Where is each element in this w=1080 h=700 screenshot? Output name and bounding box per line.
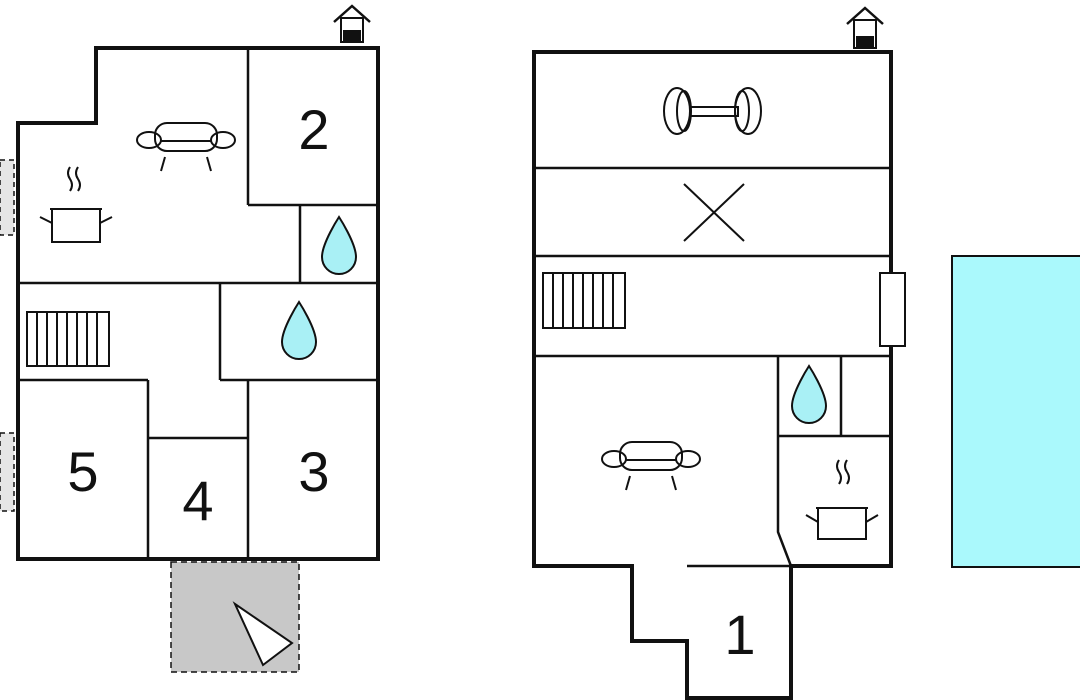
cross-icon [683, 183, 745, 242]
left-exterior-wall [16, 46, 380, 561]
right-floor: 1 [532, 6, 906, 700]
right-interior-walls [534, 166, 891, 568]
water-drop-icon [790, 364, 828, 424]
sofa-icon [136, 122, 236, 172]
room-label-4: 4 [182, 469, 213, 532]
stairs-icon [26, 311, 110, 367]
outdoor-strip-upper [0, 159, 15, 236]
outdoor-strip-lower [0, 432, 15, 512]
stairs-icon [542, 272, 626, 329]
window-icon [879, 272, 906, 347]
water-drop-icon [320, 215, 358, 275]
water-drop-icon [280, 300, 318, 360]
entrance-arrow-icon [232, 601, 294, 667]
house-icon [333, 4, 371, 43]
room-label-1: 1 [724, 603, 755, 666]
swimming-pool [951, 255, 1080, 568]
cooking-pot-icon [805, 459, 879, 540]
dumbbell-icon [663, 87, 762, 135]
room-label-2: 2 [298, 98, 329, 161]
left-interior-walls [18, 48, 378, 559]
house-icon [846, 6, 884, 49]
left-floor: 2 3 4 5 [0, 4, 380, 673]
room-label-3: 3 [298, 440, 329, 503]
right-exterior-wall [532, 50, 893, 700]
room-label-5: 5 [67, 440, 98, 503]
cooking-pot-icon [39, 166, 113, 243]
terrace [170, 561, 300, 673]
sofa-icon [601, 441, 701, 491]
